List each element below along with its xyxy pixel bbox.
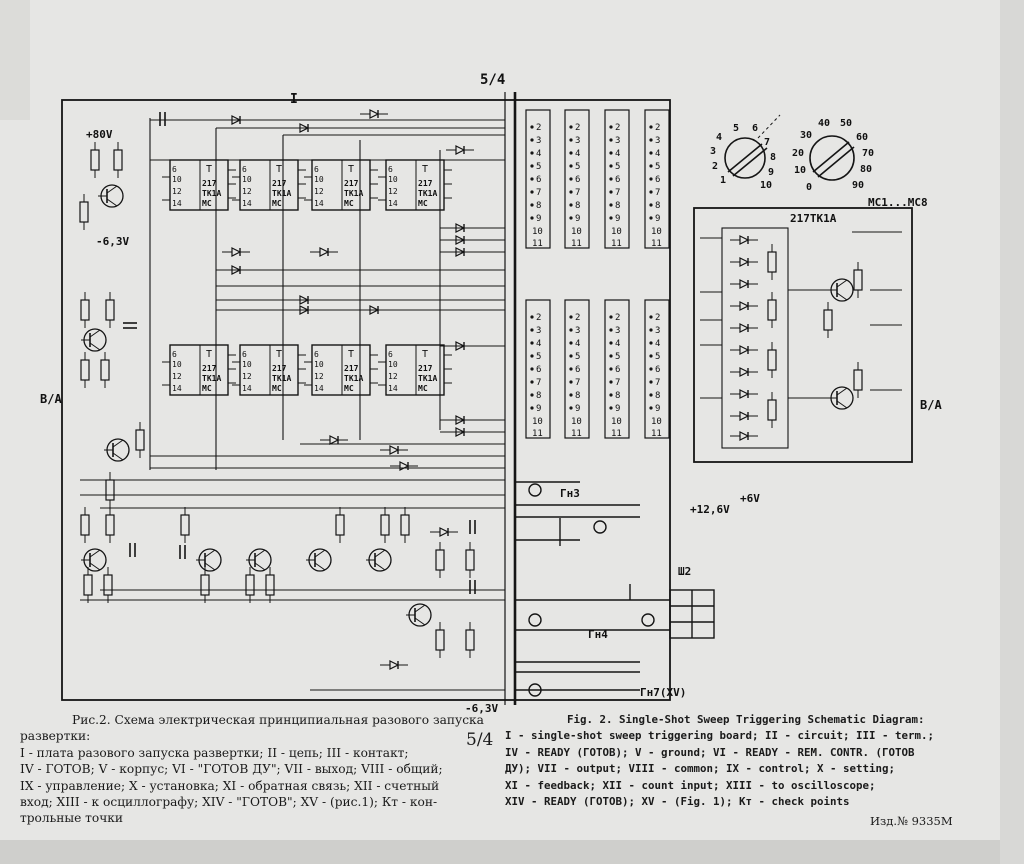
caption-ru-line: трольные точки — [20, 811, 124, 826]
caption-ru: Рис.2. Схема электрическая принципиальна… — [20, 712, 484, 827]
caption-en-line: XI - feedback; XII - count input; XIII -… — [505, 778, 876, 792]
dial-left-mark: 8 — [770, 152, 777, 163]
supply-label-126v: +12,6V — [690, 503, 730, 516]
module-label: MC1...MC8 — [868, 196, 928, 209]
caption-en-line: ДУ); VII - output; VIII - common; IX - c… — [505, 762, 896, 776]
caption-ru-line: вход; XIII - к осциллографу; XIV - "ГОТО… — [20, 795, 438, 810]
caption-en-line: XIV - READY (ГОТОВ); XV - (Fig. 1); Кт -… — [505, 795, 850, 809]
module-chip-label: 217TK1A — [790, 212, 837, 225]
caption-en-line: I - single-shot sweep triggering board; … — [505, 729, 935, 743]
supply-label-6v: +6V — [740, 492, 760, 505]
caption-en-line: IV - READY (ГОТОВ); V - ground; VI - REA… — [505, 745, 915, 759]
caption-ru-line: IV - ГОТОВ; V - корпус; VI - "ГОТОВ ДУ";… — [20, 762, 443, 777]
dial-left-mark: 10 — [760, 180, 773, 191]
dial-right-mark: 10 — [794, 165, 807, 176]
terminal-label-gn7: Гн7(XV) — [640, 686, 687, 699]
dial-right-mark: 90 — [852, 180, 865, 191]
board-label: I — [290, 92, 298, 107]
output-connector — [515, 584, 715, 639]
supply-label-neg63v-bottom: -6,3V — [465, 702, 499, 715]
dial-right-mark: 50 — [840, 118, 853, 129]
section-label-left: B/A — [40, 392, 62, 406]
terminal-label-sh2: Ш2 — [678, 565, 692, 578]
module-inset — [693, 207, 913, 463]
dial-right-mark: 70 — [862, 148, 875, 159]
terminal-label-gn3: Гн3 — [560, 487, 580, 500]
dial-right-mark: 20 — [792, 148, 805, 159]
caption-ru-line: I - плата разового запуска развертки; II… — [20, 745, 409, 760]
caption-ru-line: IX - управление; X - установка; XI - обр… — [20, 778, 440, 793]
dial-left-mark: 7 — [764, 137, 771, 148]
capacitors — [123, 112, 476, 594]
publication-number: Изд.№ 9335М — [870, 814, 953, 828]
supply-label-80v: +80V — [86, 128, 113, 141]
dial-right-mark: 60 — [856, 132, 869, 143]
dial-left-mark: 4 — [716, 132, 723, 143]
dial-right-mark: 40 — [818, 118, 831, 129]
sheet-marker: 5/4 — [480, 72, 506, 88]
bus-lines — [80, 118, 505, 701]
dial-right-mark: 80 — [860, 164, 873, 175]
margin-mark: 5/4 — [466, 730, 494, 750]
dial-left-mark: 3 — [710, 146, 717, 157]
jacks — [515, 481, 655, 697]
caption-ru-line: Рис.2. Схема электрическая принципиальна… — [72, 713, 484, 727]
count-dial — [809, 135, 855, 181]
caption-ru-line: развертки: — [20, 729, 91, 744]
range-dial — [724, 114, 781, 179]
dial-right-mark: 0 — [806, 182, 813, 193]
supply-label-neg63v: -6,3V — [96, 235, 130, 248]
caption-en: Fig. 2. Single-Shot Sweep Triggering Sch… — [505, 712, 934, 810]
dial-left-mark: 6 — [752, 123, 759, 134]
dial-left-mark: 1 — [720, 175, 727, 186]
dial-left-mark: 9 — [768, 167, 775, 178]
dial-right-mark: 30 — [800, 130, 813, 141]
section-label-right: B/A — [920, 398, 942, 412]
caption-en-line: Fig. 2. Single-Shot Sweep Triggering Sch… — [567, 713, 925, 726]
terminal-label-gn4: Гн4 — [588, 628, 608, 641]
dial-left-mark: 2 — [712, 161, 719, 172]
dial-left-mark: 5 — [733, 123, 740, 134]
